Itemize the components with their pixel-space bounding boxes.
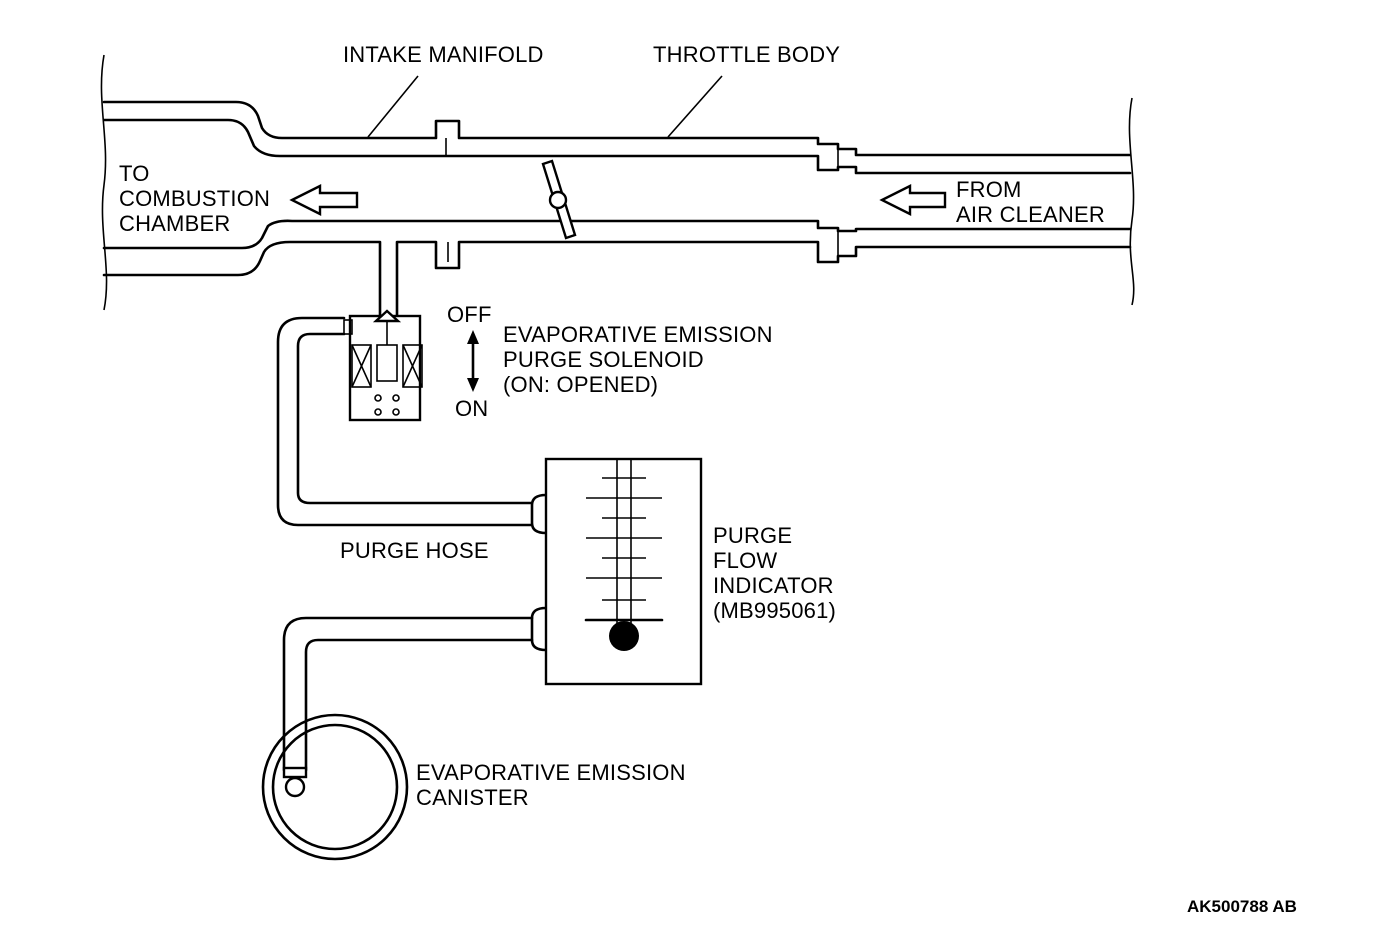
- purge-solenoid-label: EVAPORATIVE EMISSION PURGE SOLENOID (ON:…: [503, 322, 773, 397]
- purge-flow-indicator: [544, 457, 703, 686]
- to-combustion-chamber-label: TO COMBUSTION CHAMBER: [119, 161, 271, 236]
- evaporative-canister: [261, 713, 409, 861]
- intake-duct: [100, 54, 1135, 318]
- figure-code: AK500788 AB: [1187, 897, 1297, 916]
- off-label: OFF: [447, 302, 492, 327]
- canister-label: EVAPORATIVE EMISSION CANISTER: [416, 760, 686, 810]
- throttle-body-label: THROTTLE BODY: [653, 42, 841, 67]
- purge-hose-upper: [276, 316, 548, 535]
- throttle-valve: [541, 159, 577, 240]
- purge-hose-lower: [282, 606, 548, 772]
- off-on-arrow: [467, 330, 479, 392]
- intake-manifold-label: INTAKE MANIFOLD: [343, 42, 544, 67]
- intake-manifold-leader: [367, 75, 419, 138]
- throttle-body-leader: [667, 75, 723, 138]
- from-air-cleaner-label: FROM AIR CLEANER: [956, 177, 1105, 227]
- purge-solenoid: [343, 309, 423, 422]
- flow-arrow-left: [289, 184, 359, 216]
- flow-arrow-right: [879, 184, 947, 216]
- purge-flow-indicator-label: PURGE FLOW INDICATOR (MB995061): [713, 523, 837, 623]
- on-label: ON: [455, 396, 489, 421]
- purge-hose-label: PURGE HOSE: [340, 538, 489, 563]
